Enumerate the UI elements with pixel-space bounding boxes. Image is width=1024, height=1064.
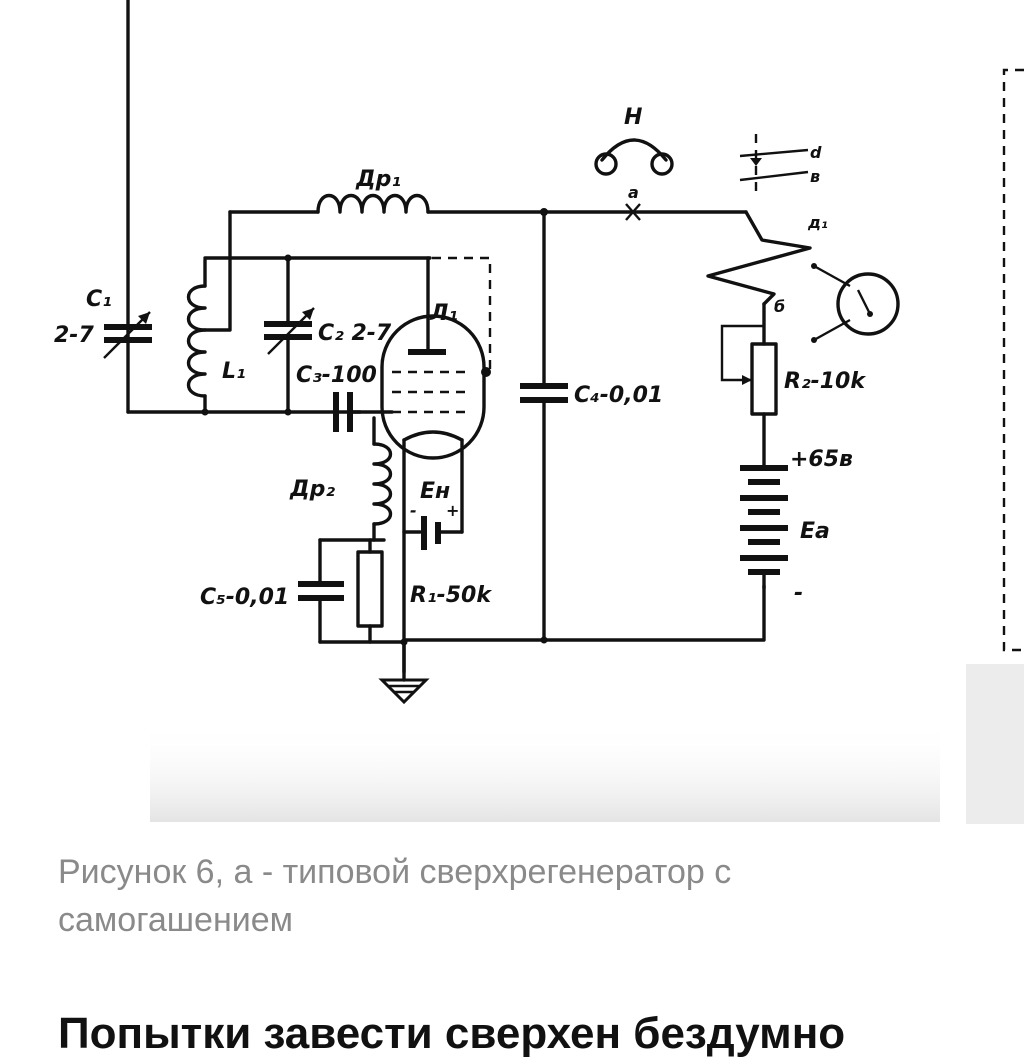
c3-label: C₃-100 — [296, 363, 377, 388]
l1-label: L₁ — [222, 359, 246, 384]
en-battery — [402, 516, 464, 550]
c4-capacitor — [520, 210, 568, 642]
adjacent-figure-fragment — [966, 68, 1024, 824]
switch-d-label: d — [810, 143, 822, 162]
en-plus-label: + — [446, 501, 459, 520]
switch — [739, 134, 809, 196]
c5-label: C₅-0,01 — [200, 585, 289, 610]
r1-label: R₁-50k — [410, 583, 492, 608]
r2-label: R₂-10k — [784, 369, 866, 394]
c3-capacitor — [333, 392, 394, 432]
en-minus-label: - — [410, 501, 417, 520]
c1-label: C₁ — [86, 287, 112, 312]
ea-battery — [740, 465, 788, 590]
c2-label: C₂ 2-7 — [318, 321, 392, 346]
dr1-choke — [228, 194, 748, 214]
c1-value-label: 2-7 — [54, 323, 94, 348]
c4-label: C₄-0,01 — [574, 383, 663, 408]
en-label: Eн — [420, 479, 450, 504]
r2-potentiometer — [720, 302, 778, 468]
d1-zigzag — [706, 210, 812, 306]
ea-label: Eа — [800, 519, 830, 544]
switch-b-label: в — [810, 167, 820, 186]
minus-label: - — [794, 581, 803, 606]
schematic-diagram: C₁ 2-7 L₁ C₂ 2-7 C₃-100 Др₁ — [54, 0, 1024, 824]
tube-l1 — [380, 256, 486, 674]
headphones-h — [594, 138, 674, 176]
screen-grid-dashed — [432, 256, 492, 372]
section-heading: Попытки завести сверхен бездумно — [58, 1009, 846, 1058]
tube-label: Л₁ — [429, 301, 458, 326]
point-a-label: a — [628, 183, 639, 202]
c5-r1-network — [298, 538, 406, 644]
dr2-label: Др₂ — [289, 477, 335, 502]
bottom-right-rail — [402, 584, 766, 642]
meter — [811, 263, 900, 343]
headphones-label: H — [624, 105, 642, 130]
d1-label: д₁ — [807, 213, 828, 232]
dr2-choke — [372, 416, 393, 542]
point-b-label: б — [774, 297, 785, 316]
figure: C₁ 2-7 L₁ C₂ 2-7 C₃-100 Др₁ — [54, 0, 1024, 824]
ground-symbol — [378, 640, 430, 705]
figure-caption: Рисунок 6, а - типовой сверхрегенератор … — [58, 853, 732, 939]
figure-bottom-fade — [150, 722, 940, 822]
c2-capacitor — [264, 256, 315, 414]
c1-capacitor — [103, 311, 152, 359]
plus-voltage-label: +65в — [790, 447, 853, 472]
l1-inductor — [187, 210, 432, 398]
dr1-label: Др₁ — [355, 167, 401, 192]
